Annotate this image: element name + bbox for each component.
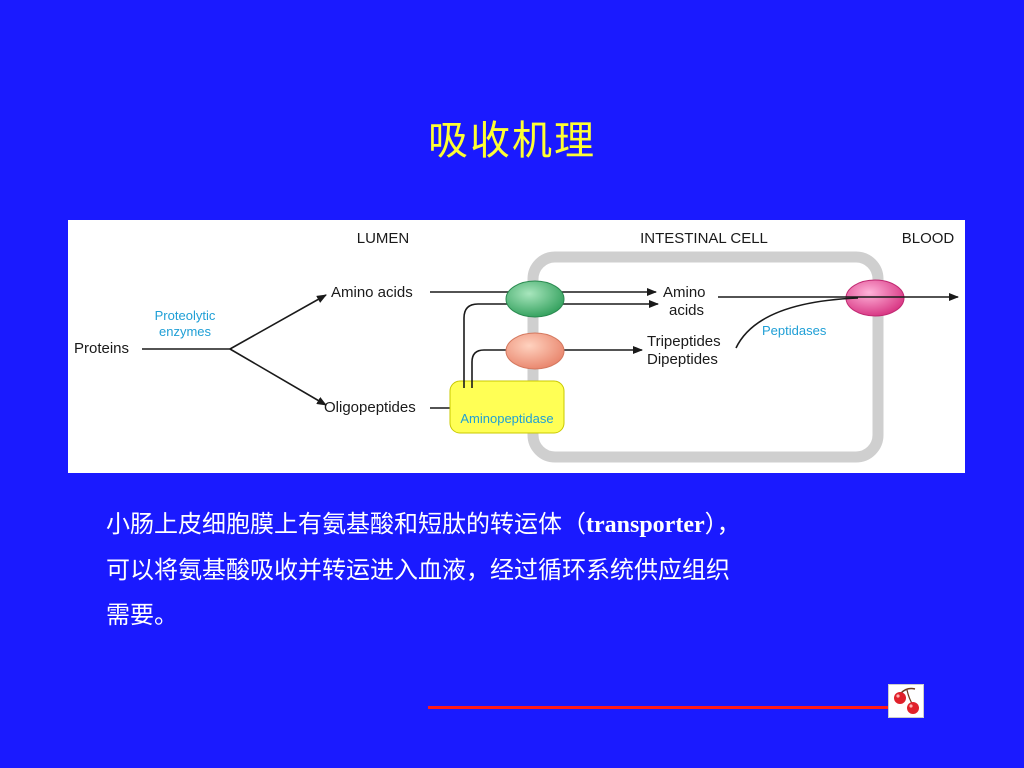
branch-arrow-amino-acids [229, 294, 327, 350]
proteolytic-label-line1: Proteolytic [155, 308, 216, 323]
dipeptides-label: Dipeptides [647, 351, 718, 368]
branch-arrow-oligopeptides [229, 348, 327, 406]
body-text: 小肠上皮细胞膜上有氨基酸和短肽的转运体（transporter）， 可以将氨基酸… [106, 502, 946, 638]
cherry-logo-icon [888, 684, 924, 718]
slide-title: 吸收机理 [428, 118, 596, 164]
proteolytic-label-line2: enzymes [159, 324, 212, 339]
body-line-1-cn: 小肠上皮细胞膜上有氨基酸和短肽的转运体（ [106, 510, 586, 538]
peptidases-label: Peptidases [762, 323, 827, 338]
aminopeptidase-to-peptides-arrow [471, 346, 643, 388]
body-line-3: 需要。 [106, 601, 178, 629]
peptidases-curve [735, 297, 859, 349]
aminopeptidase-box [449, 380, 565, 434]
body-line-1-tail: ）， [704, 510, 741, 538]
intestinal-cell-label: INTESTINAL CELL [640, 230, 768, 247]
protein-absorption-diagram: LUMEN INTESTINAL CELL BLOOD Proteins Pro… [74, 230, 959, 463]
blood-label: BLOOD [902, 230, 955, 247]
oligopeptides-label: Oligopeptides [324, 399, 416, 416]
peptide-transporter [505, 332, 565, 370]
body-line-2: 可以将氨基酸吸收并转运进入血液，经过循环系统供应组织 [106, 556, 730, 584]
amino-acids-lumen-label: Amino acids [331, 284, 413, 301]
amino-acid-transporter [505, 280, 565, 318]
proteins-label: Proteins [74, 340, 129, 357]
body-line-1-en: transporter [586, 512, 705, 538]
amino-acids-cell-label-line2: acids [669, 302, 704, 319]
aminopeptidase-to-amino-acids-arrow [463, 300, 659, 388]
diagram-panel: LUMEN INTESTINAL CELL BLOOD Proteins Pro… [68, 220, 965, 473]
aminopeptidase-label: Aminopeptidase [460, 411, 553, 426]
tripeptides-label: Tripeptides [647, 333, 721, 350]
body-line-1: 小肠上皮细胞膜上有氨基酸和短肽的转运体（transporter）， [106, 502, 946, 548]
footer-line [428, 706, 888, 709]
amino-acids-cell-label-line1: Amino [663, 284, 706, 301]
lumen-label: LUMEN [357, 230, 410, 247]
